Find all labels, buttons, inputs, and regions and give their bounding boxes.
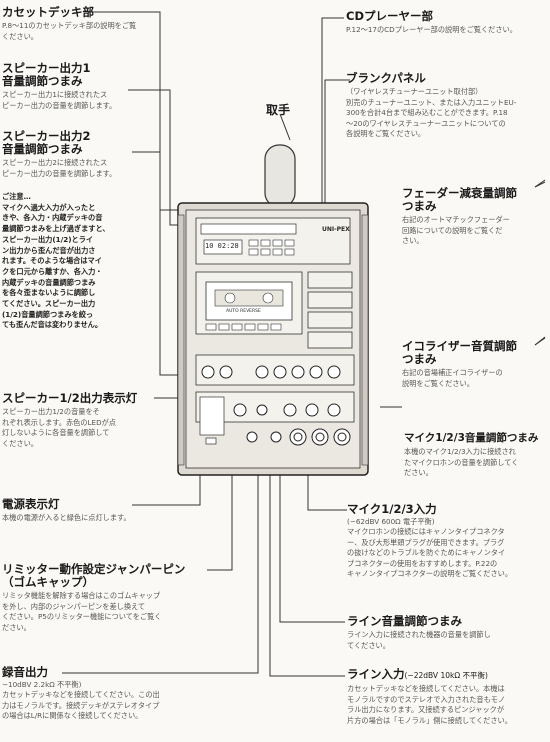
- label-eq: イコライザー音質調節つまみ 右記の音場補正イコライザーの説明をご覧ください。: [402, 340, 547, 389]
- caution-text: ご注意…マイクへ過大入力が入ったときや、各入力・内蔵デッキの音 量調節つまみを上…: [2, 192, 110, 330]
- label-line-vol-desc: ライン入力に接続された機器の音量を調節してください。: [347, 630, 491, 650]
- label-cd-desc: P.12〜17のCDプレーヤー部の説明をご覧ください。: [346, 25, 517, 34]
- label-mic-vol-desc: 本機のマイク1/2/3入力に接続されたマイクロホンの音量を調節してください。: [404, 447, 519, 478]
- cassette-label: AUTO REVERSE: [226, 309, 261, 314]
- label-blank-desc: （ワイヤレスチューナーユニット取付部）別売のチューナーユニット、または入力ユニッ…: [346, 87, 517, 139]
- label-line-in-title: ライン入力(−22dBV 10kΩ 不平衡): [347, 667, 488, 681]
- handle-shape: [264, 144, 296, 208]
- label-sp2-desc: スピーカー出力2に接続されたスピーカー出力の音量を調節します。: [2, 158, 117, 178]
- label-mic-in-title: マイク1/2/3入力: [347, 502, 437, 516]
- label-blank-title: ブランクパネル: [346, 71, 426, 85]
- label-cd: CDプレーヤー部 P.12〜17のCDプレーヤー部の説明をご覧ください。: [346, 10, 550, 36]
- label-mic-in-desc: マイクロホンの接続にはキャノンタイプコネクター、及び大形単頭プラグが使用できます…: [347, 527, 513, 579]
- label-mic-vol-title: マイク1/2/3音量調節つまみ: [404, 432, 539, 444]
- label-eq-title: イコライザー音質調節つまみ: [402, 339, 517, 366]
- label-rec-title: 録音出力: [2, 665, 48, 679]
- label-sp1-desc: スピーカー出力1に接続されたスピーカー出力の音量を調節します。: [2, 90, 117, 110]
- label-limiter: リミッター動作設定ジャンパーピン（ゴムキャップ） リミッタ機能を解除する場合はこ…: [2, 563, 212, 633]
- label-limiter-desc: リミッタ機能を解除する場合はこのゴムキャップを外し、内部のジャンパーピンを差し換…: [2, 591, 162, 632]
- label-line-in-desc: カセットデッキなどを接続してください。本機はモノラルですのでステレオで入力された…: [347, 684, 512, 725]
- label-fader-title: フェーダー減衰量調節つまみ: [402, 186, 517, 213]
- label-rec-desc: カセットデッキなどを接続してください。この出力はモノラルです。接続デッキがステレ…: [2, 690, 160, 721]
- label-cassette-desc: P.8〜11のカセットデッキ部の説明をご覧ください。: [2, 21, 137, 41]
- label-power: 電源表示灯 本機の電源が入ると緑色に点灯します。: [2, 498, 182, 524]
- label-cd-title: CDプレーヤー部: [346, 9, 433, 23]
- label-power-title: 電源表示灯: [2, 497, 60, 511]
- leader-lines-left: [62, 11, 259, 674]
- label-eq-desc: 右記の音場補正イコライザーの説明をご覧ください。: [402, 368, 503, 388]
- label-line-in-spec: (−22dBV 10kΩ 不平衡): [404, 671, 488, 680]
- label-mic-vol: マイク1/2/3音量調節つまみ 本機のマイク1/2/3入力に接続されたマイクロホ…: [404, 432, 550, 479]
- label-rec-spec: −10dBV 2.2kΩ 不平衡): [2, 680, 82, 689]
- handle-label: 取手: [266, 103, 291, 117]
- label-caution: ご注意…マイクへ過大入力が入ったときや、各入力・内蔵デッキの音 量調節つまみを上…: [2, 190, 152, 331]
- device-body: [177, 202, 369, 476]
- label-fader-desc: 右記のオートマチックフェーダー回路についての説明をご覧ください。: [402, 215, 510, 246]
- label-blank: ブランクパネル （ワイヤレスチューナーユニット取付部）別売のチューナーユニット、…: [346, 72, 550, 140]
- brand-logo: UNI-PEX: [322, 226, 350, 233]
- display-readout: 10 02:28: [205, 242, 239, 250]
- label-line-vol-title: ライン音量調節つまみ: [347, 614, 462, 628]
- label-mic-in-spec: (−62dBV 600Ω 電子平衡): [347, 517, 435, 526]
- label-line-in: ライン入力(−22dBV 10kΩ 不平衡) カセットデッキなどを接続してくださ…: [347, 668, 550, 726]
- label-limiter-title: リミッター動作設定ジャンパーピン（ゴムキャップ）: [2, 562, 186, 589]
- label-cassette: カセットデッキ部 P.8〜11のカセットデッキ部の説明をご覧ください。: [2, 6, 172, 42]
- label-indicator-desc: スピーカー出力1/2の音量をそれぞれ表示します。赤色のLEDが点灯しないように各…: [2, 407, 116, 448]
- label-fader: フェーダー減衰量調節つまみ 右記のオートマチックフェーダー回路についての説明をご…: [402, 187, 547, 247]
- label-rec: 録音出力 −10dBV 2.2kΩ 不平衡) カセットデッキなどを接続してくださ…: [2, 666, 202, 722]
- label-power-desc: 本機の電源が入ると緑色に点灯します。: [2, 513, 131, 522]
- label-line-vol: ライン音量調節つまみ ライン入力に接続された機器の音量を調節してください。: [347, 615, 550, 651]
- label-mic-in: マイク1/2/3入力 (−62dBV 600Ω 電子平衡) マイクロホンの接続に…: [347, 503, 550, 580]
- label-indicator-title: スピーカー1/2出力表示灯: [2, 391, 138, 405]
- label-cassette-title: カセットデッキ部: [2, 5, 94, 19]
- label-indicator: スピーカー1/2出力表示灯 スピーカー出力1/2の音量をそれぞれ表示します。赤色…: [2, 392, 162, 449]
